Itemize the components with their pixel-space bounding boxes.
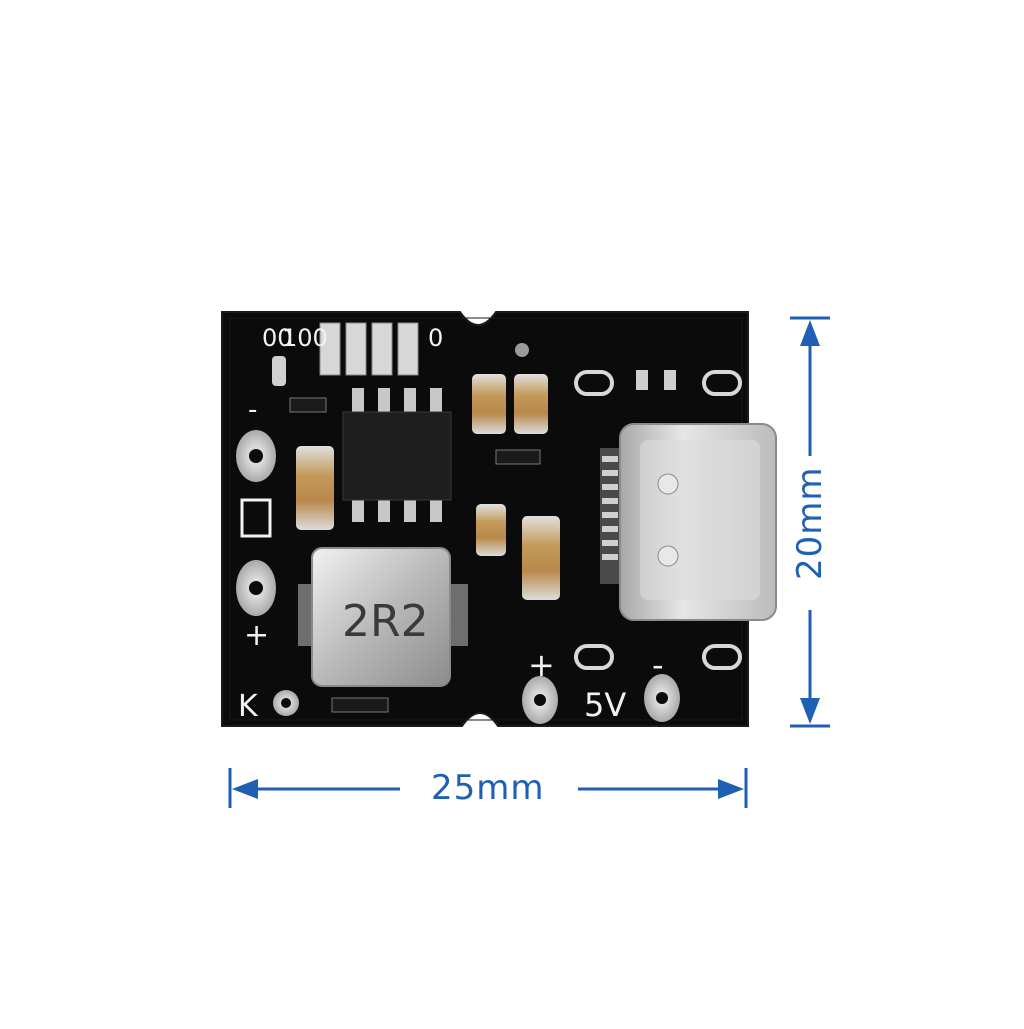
silk-box [240,498,272,538]
usb-slot [574,370,614,396]
capacitor-mid-3 [476,504,506,556]
led-label-right: 0 [428,324,443,352]
usb-slot [702,644,742,670]
led-indicators [319,322,419,376]
usb-c-connector [600,423,777,621]
usb-slot [574,644,614,670]
main-ic [342,388,452,522]
led-label-mid: 100 [282,324,328,352]
width-dimension [228,768,748,808]
batt-minus-label: - [248,395,257,425]
small-part [664,370,676,390]
key-label: K [238,689,259,724]
height-label: 20mm [790,466,830,580]
small-resistor [272,356,286,386]
small-part [636,370,648,390]
smd-resistor-bottom [331,697,389,713]
capacitor-mid-4 [522,516,560,600]
via [515,343,529,357]
inductor: 2R2 [298,547,468,687]
out-voltage-label: 5V [584,686,626,724]
usb-slot [702,370,742,396]
smd-part-mid [495,449,541,465]
capacitor-mid-1 [472,374,506,434]
batt-plus-label: + [244,618,269,653]
smd-resistor [289,397,327,413]
width-label: 25mm [431,768,545,808]
inductor-marking: 2R2 [342,596,429,647]
out-minus-label: - [652,646,664,684]
height-dimension [790,316,830,728]
led-label-left: 00 [262,324,293,352]
capacitor-mid-2 [514,374,548,434]
capacitor-left [296,446,334,530]
